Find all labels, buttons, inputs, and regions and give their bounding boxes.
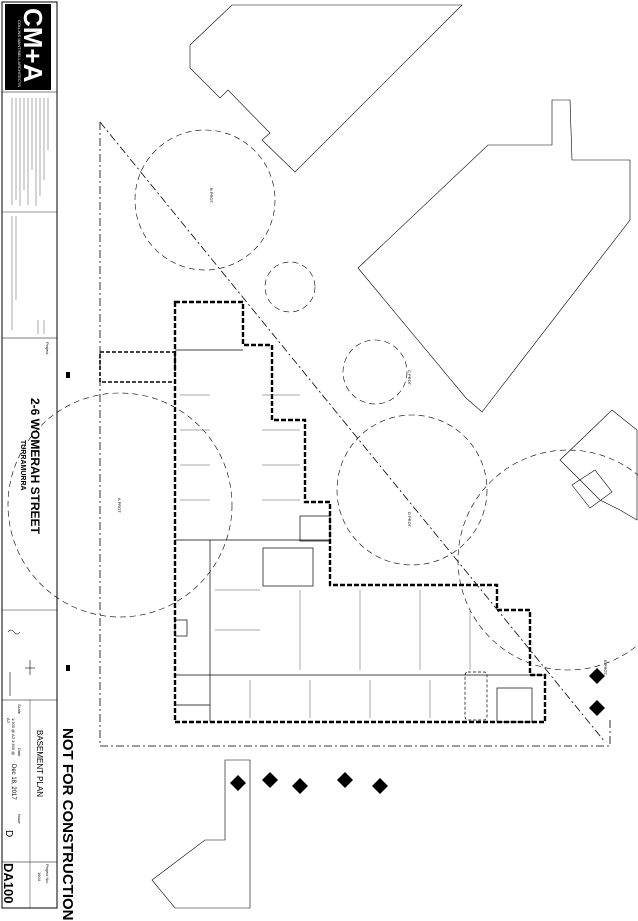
firm-logo	[5, 4, 51, 90]
scale-value: 1:200 @ A3 1:400 @ A3	[6, 718, 16, 756]
scale-label: Scale	[17, 704, 22, 715]
revision-label: Issue	[17, 814, 22, 824]
construction-status: NOT FOR CONSTRUCTION	[59, 728, 76, 921]
tree-label-e: E PROT.	[603, 660, 608, 676]
revision-value: D	[3, 830, 14, 838]
project-suburb: TURRAMURRA	[19, 440, 26, 491]
date-label: Date	[17, 748, 22, 757]
site-boundary	[99, 121, 611, 747]
tree-protection-zones	[7, 129, 638, 671]
date-value: Dec 18, 2017	[10, 764, 16, 800]
tree-label-b: B PROT.	[209, 188, 214, 204]
project-label: Project	[45, 342, 50, 355]
firm-name: COLLINS MANTINELL ARCHITECTS	[17, 20, 22, 87]
north-arrow-icon	[7, 629, 35, 696]
basement-outline	[173, 300, 547, 724]
tree-label-c: C PROT.	[407, 370, 412, 386]
general-notes	[11, 98, 49, 334]
neighbour-buildings	[151, 4, 638, 909]
drawing-title: BASEMENT PLAN	[35, 730, 44, 797]
project-no-value: 1604	[37, 872, 42, 881]
project-name: 2-6 WOMERAH STREET	[28, 398, 42, 535]
parking-bays	[180, 394, 471, 718]
ramp	[99, 351, 176, 383]
drawing-number: DA100	[1, 863, 16, 904]
title-block	[1, 1, 58, 909]
tree-label-d: D PROT.	[407, 512, 412, 528]
project-no-label: Project No.	[45, 864, 50, 884]
tree-label-a: A PROT.	[117, 498, 122, 514]
section-markers	[66, 372, 605, 794]
internal-walls	[174, 349, 545, 723]
